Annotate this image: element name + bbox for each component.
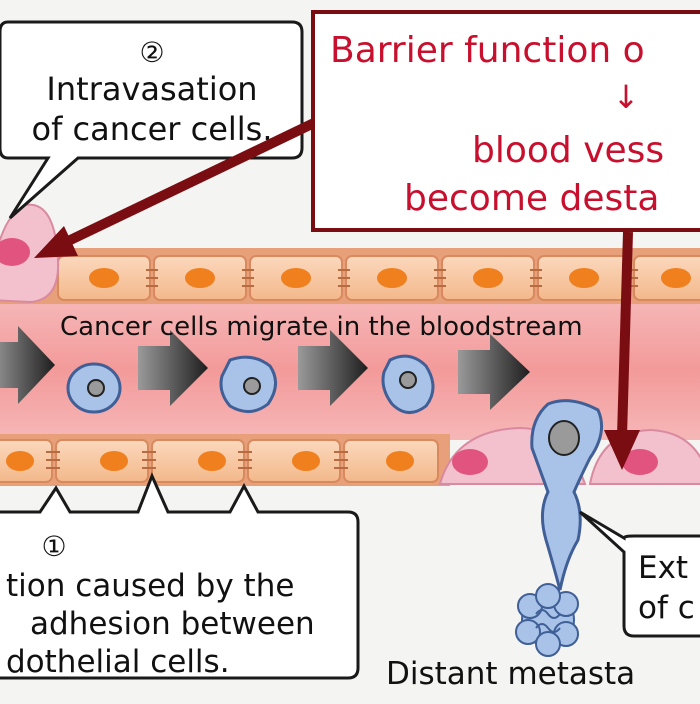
arrow-to-intravasation bbox=[34, 117, 319, 258]
callout-line: blood vess bbox=[472, 130, 664, 171]
flow-arrow bbox=[298, 330, 368, 406]
callout-line: Ext bbox=[638, 550, 688, 586]
pink-cell-nucleus bbox=[622, 449, 658, 475]
step-number: ② bbox=[139, 36, 164, 69]
endothelial-row-bottom bbox=[0, 434, 450, 486]
cell-junctions bbox=[46, 451, 348, 469]
cell-nucleus bbox=[661, 268, 691, 288]
callout-line: become desta bbox=[404, 178, 659, 219]
cell-nucleus bbox=[569, 268, 599, 288]
cell-nucleus bbox=[292, 451, 320, 471]
endothelial-row-top bbox=[0, 248, 700, 304]
cell-junctions bbox=[146, 269, 638, 287]
callout-box bbox=[578, 510, 700, 638]
migration-label: Cancer cells migrate in the bloodstream bbox=[60, 312, 583, 342]
callout-line: tion caused by the bbox=[6, 568, 294, 604]
callout-dissociation: ① tion caused by the adhesion between do… bbox=[0, 472, 360, 680]
blue-cell-nucleus bbox=[87, 379, 105, 397]
callout-line: Intravasation bbox=[46, 70, 257, 108]
callout-line: adhesion between bbox=[30, 606, 315, 642]
metastasis-cluster bbox=[515, 583, 579, 657]
cell-nucleus bbox=[185, 268, 215, 288]
callout-line: Barrier function o bbox=[330, 30, 645, 71]
flow-arrow bbox=[138, 330, 208, 406]
pink-cell-nucleus bbox=[452, 449, 488, 475]
arrow-to-vessel bbox=[604, 231, 640, 470]
step-number: ① bbox=[41, 530, 66, 563]
pink-cell-nucleus bbox=[0, 238, 30, 266]
flow-arrow bbox=[458, 334, 530, 410]
callout-extravasation: Ext of c bbox=[578, 510, 700, 638]
callout-box bbox=[0, 472, 360, 680]
circulating-cells bbox=[66, 354, 435, 414]
callout-line: dothelial cells. bbox=[6, 644, 230, 680]
callout-intravasation: ② Intravasation of cancer cells. bbox=[0, 20, 304, 220]
extravasating-cell bbox=[530, 399, 604, 591]
blue-cell-nucleus bbox=[548, 420, 580, 456]
cell-nucleus bbox=[100, 451, 128, 471]
cell-nucleus bbox=[89, 268, 119, 288]
callout-line: of c bbox=[638, 590, 695, 626]
flow-arrow bbox=[0, 326, 55, 404]
metastasis-label: Distant metasta bbox=[386, 656, 635, 692]
cell-nucleus bbox=[377, 268, 407, 288]
cell-nucleus bbox=[473, 268, 503, 288]
cell-nucleus bbox=[6, 451, 34, 471]
callout-box bbox=[311, 10, 700, 232]
cell-nucleus bbox=[386, 451, 414, 471]
callout-box bbox=[0, 20, 304, 220]
cell-nucleus bbox=[281, 268, 311, 288]
callout-line: of cancer cells. bbox=[31, 110, 272, 148]
blue-cell-nucleus bbox=[399, 371, 417, 389]
blue-cell-nucleus bbox=[243, 377, 261, 395]
down-arrow-glyph: ↓ bbox=[613, 78, 640, 116]
flow-arrows bbox=[0, 326, 530, 410]
cell-nucleus bbox=[198, 451, 226, 471]
callout-barrier: Barrier function o ↓ blood vess become d… bbox=[311, 10, 700, 232]
